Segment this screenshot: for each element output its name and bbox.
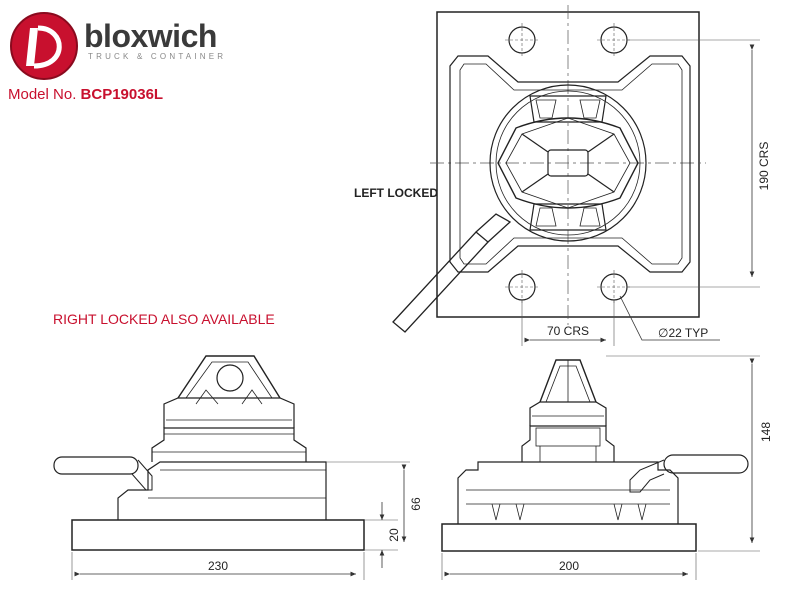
front-elevation: [53, 355, 410, 580]
dim-66: 66: [409, 497, 423, 511]
logo-emblem-icon: [10, 12, 78, 80]
dim-20: 20: [387, 528, 401, 542]
elevation-handle[interactable]: [53, 456, 153, 491]
dim-70-crs: 70 CRS: [547, 324, 589, 338]
side-elevation: [441, 355, 760, 580]
left-locked-label: LEFT LOCKED: [354, 186, 438, 200]
locking-handle[interactable]: [392, 213, 512, 333]
dim-200: 200: [559, 559, 579, 573]
dim-190-crs: 190 CRS: [757, 142, 771, 191]
model-number: BCP19036L: [80, 86, 164, 103]
dim-148: 148: [759, 422, 773, 442]
right-locked-note: RIGHT LOCKED ALSO AVAILABLE: [53, 311, 275, 327]
dim-230: 230: [208, 559, 228, 573]
side-handle[interactable]: [629, 454, 749, 493]
model-number-line: Model No. BCP19036L: [8, 86, 163, 103]
brand-name: bloxwich: [84, 18, 217, 54]
dim-hole-diameter: ∅22 TYP: [658, 326, 708, 340]
plan-view: [392, 5, 760, 346]
brand-logo: [8, 10, 248, 80]
brand-tagline: TRUCK & CONTAINER: [88, 52, 227, 61]
model-label: Model No.: [8, 86, 77, 103]
